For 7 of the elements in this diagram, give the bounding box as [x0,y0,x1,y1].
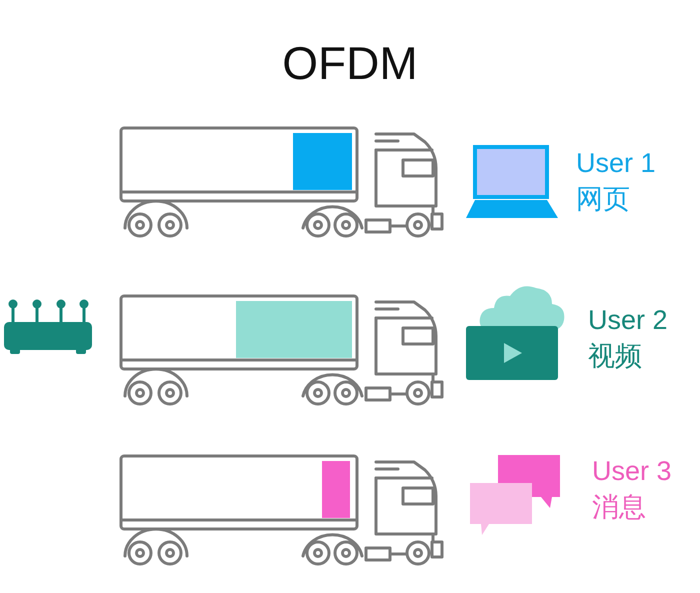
user-name-label: User 3 [592,458,672,485]
content-type-label: 消息 [592,494,646,521]
user-name-label: User 2 [588,307,668,334]
content-type-label: 视频 [588,343,642,370]
content-type-label: 网页 [576,186,630,213]
user-name-label: User 1 [576,150,656,177]
title: OFDM [281,40,419,86]
